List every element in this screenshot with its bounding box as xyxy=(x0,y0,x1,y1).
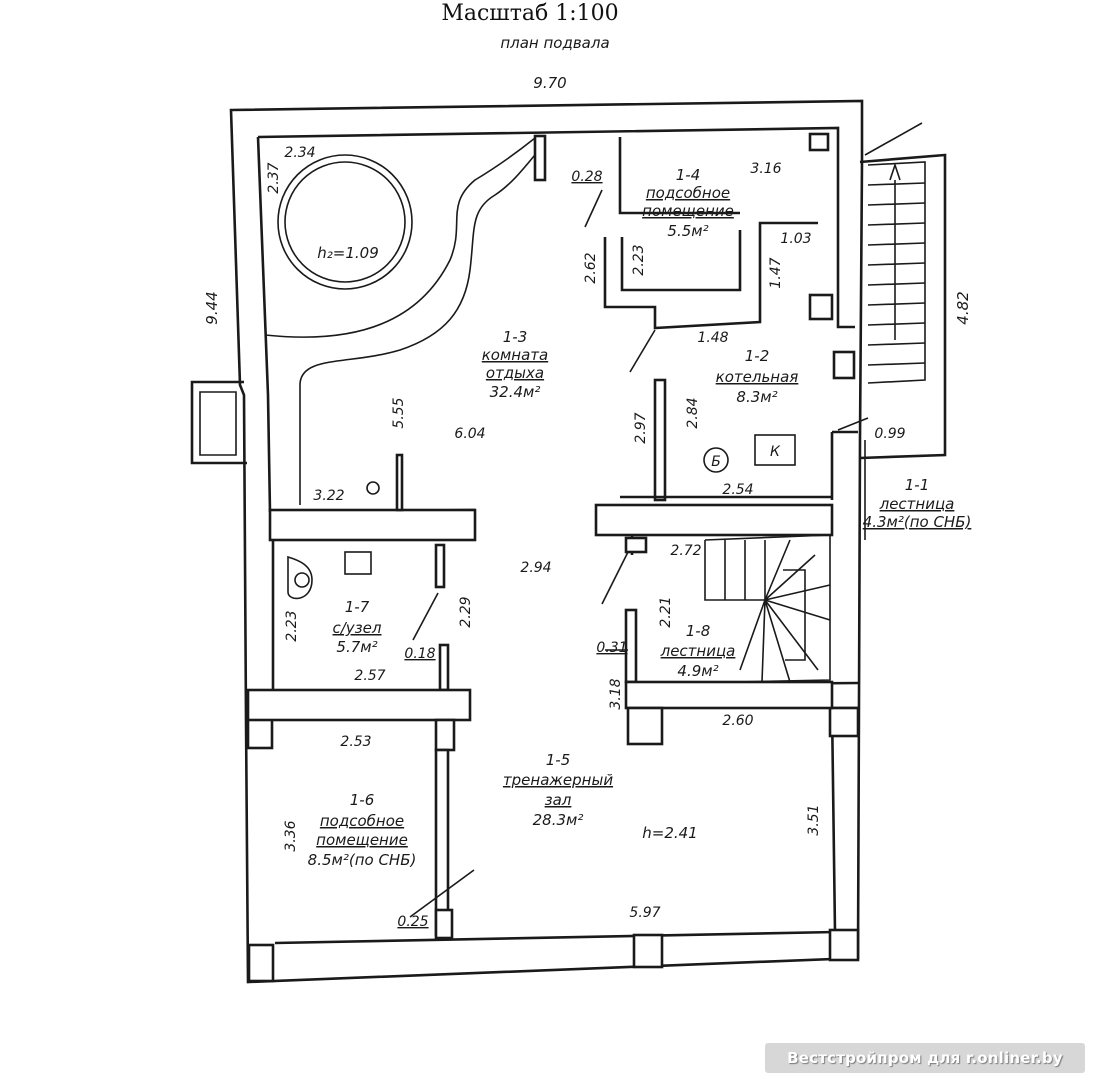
svg-text:1-5: 1-5 xyxy=(546,751,571,769)
svg-text:0.25: 0.25 xyxy=(397,914,428,930)
svg-text:8.5м²(по СНБ): 8.5м²(по СНБ) xyxy=(308,851,417,869)
svg-text:2.62: 2.62 xyxy=(583,252,599,283)
svg-text:4.3м²(по СНБ): 4.3м²(по СНБ) xyxy=(863,513,972,531)
svg-text:2.54: 2.54 xyxy=(722,482,753,498)
svg-text:тренажерный: тренажерный xyxy=(503,771,613,789)
svg-text:комната: комната xyxy=(482,346,548,364)
svg-text:3.36: 3.36 xyxy=(283,820,299,851)
room-1-3-label: 1-3 комната отдыха 32.4м² xyxy=(482,328,548,401)
svg-text:5.97: 5.97 xyxy=(629,905,660,921)
svg-text:1-4: 1-4 xyxy=(676,166,701,184)
svg-text:2.97: 2.97 xyxy=(633,412,649,443)
outer-walls xyxy=(190,99,864,984)
svg-text:2.84: 2.84 xyxy=(685,397,701,428)
svg-text:лестница: лестница xyxy=(660,642,736,660)
k-symbol: К xyxy=(770,444,781,460)
svg-text:9.44: 9.44 xyxy=(203,291,221,324)
svg-text:1-6: 1-6 xyxy=(350,791,375,809)
svg-text:3.22: 3.22 xyxy=(313,488,344,504)
room-1-5-label: 1-5 тренажерный зал 28.3м² h=2.41 xyxy=(503,751,698,842)
boiler-symbol: Б xyxy=(711,454,721,470)
room-1-8-label: 1-8 лестница 4.9м² xyxy=(660,622,736,680)
pool-depth-label: h₂=1.09 xyxy=(317,244,379,262)
svg-text:отдыха: отдыха xyxy=(486,364,544,382)
svg-text:котельная: котельная xyxy=(716,368,799,386)
room-1-2-label: 1-2 котельная 8.3м² xyxy=(716,347,799,406)
svg-text:1.48: 1.48 xyxy=(697,330,728,346)
svg-text:1.47: 1.47 xyxy=(768,257,784,288)
room-1-4-label: 1-4 подсобное помещение 5.5м² xyxy=(642,166,734,240)
interior-partitions xyxy=(246,132,859,940)
leader-lines xyxy=(409,189,869,918)
svg-text:2.29: 2.29 xyxy=(458,596,474,627)
svg-text:2.34: 2.34 xyxy=(284,145,315,161)
stair-exterior xyxy=(830,122,947,500)
svg-text:с/узел: с/узел xyxy=(333,619,382,637)
plan-subtitle: план подвала xyxy=(500,34,609,52)
svg-text:0.31: 0.31 xyxy=(596,640,627,656)
svg-text:подсобное: подсобное xyxy=(646,184,730,202)
svg-text:2.53: 2.53 xyxy=(340,734,371,750)
svg-text:2.60: 2.60 xyxy=(722,713,753,729)
svg-text:подсобное: подсобное xyxy=(320,812,404,830)
svg-text:2.23: 2.23 xyxy=(631,244,647,275)
dimensions: 9.70 2.34 0.28 3.16 1.03 1.48 6.04 0.99 … xyxy=(203,74,972,930)
svg-text:6.04: 6.04 xyxy=(454,426,485,442)
svg-text:1.03: 1.03 xyxy=(780,231,811,247)
svg-text:2.37: 2.37 xyxy=(266,162,282,193)
svg-text:3.16: 3.16 xyxy=(750,161,781,177)
svg-text:4.9м²: 4.9м² xyxy=(677,662,718,680)
svg-text:1-3: 1-3 xyxy=(503,328,528,346)
source-watermark: Вестстройпром для r.onliner.by xyxy=(765,1043,1085,1073)
svg-text:2.94: 2.94 xyxy=(520,560,551,576)
svg-text:зал: зал xyxy=(545,791,572,809)
stair-interior xyxy=(704,534,831,683)
svg-text:1-1: 1-1 xyxy=(905,476,930,494)
svg-text:лестница: лестница xyxy=(879,495,955,513)
pool xyxy=(264,137,546,505)
svg-text:4.82: 4.82 xyxy=(954,291,972,324)
svg-text:3.51: 3.51 xyxy=(806,804,822,835)
scale-title: Масштаб 1:100 xyxy=(441,1,618,26)
svg-text:1-2: 1-2 xyxy=(745,347,770,365)
room-1-7-label: 1-7 с/узел 5.7м² xyxy=(333,598,382,656)
svg-text:32.4м²: 32.4м² xyxy=(490,383,541,401)
svg-text:5.5м²: 5.5м² xyxy=(667,222,708,240)
svg-text:помещение: помещение xyxy=(316,831,408,849)
svg-text:28.3м²: 28.3м² xyxy=(533,811,584,829)
svg-text:2.23: 2.23 xyxy=(284,610,300,641)
svg-text:3.18: 3.18 xyxy=(608,678,624,709)
room-1-6-label: 1-6 подсобное помещение 8.5м²(по СНБ) xyxy=(308,791,417,869)
svg-text:0.99: 0.99 xyxy=(874,426,905,442)
boiler-equipment xyxy=(703,434,796,473)
svg-text:помещение: помещение xyxy=(642,202,734,220)
svg-text:5.55: 5.55 xyxy=(391,397,407,428)
svg-text:5.7м²: 5.7м² xyxy=(336,638,377,656)
svg-text:2.21: 2.21 xyxy=(658,596,674,627)
svg-text:9.70: 9.70 xyxy=(533,74,566,92)
svg-text:2.57: 2.57 xyxy=(354,668,385,684)
svg-text:1-7: 1-7 xyxy=(345,598,370,616)
svg-text:0.18: 0.18 xyxy=(404,646,435,662)
room-height-label: h=2.41 xyxy=(642,824,697,842)
svg-text:2.72: 2.72 xyxy=(670,543,701,559)
svg-text:1-8: 1-8 xyxy=(686,622,711,640)
svg-text:8.3м²: 8.3м² xyxy=(736,388,777,406)
room-1-1-label: 1-1 лестница 4.3м²(по СНБ) xyxy=(863,476,972,531)
svg-text:0.28: 0.28 xyxy=(571,169,602,185)
